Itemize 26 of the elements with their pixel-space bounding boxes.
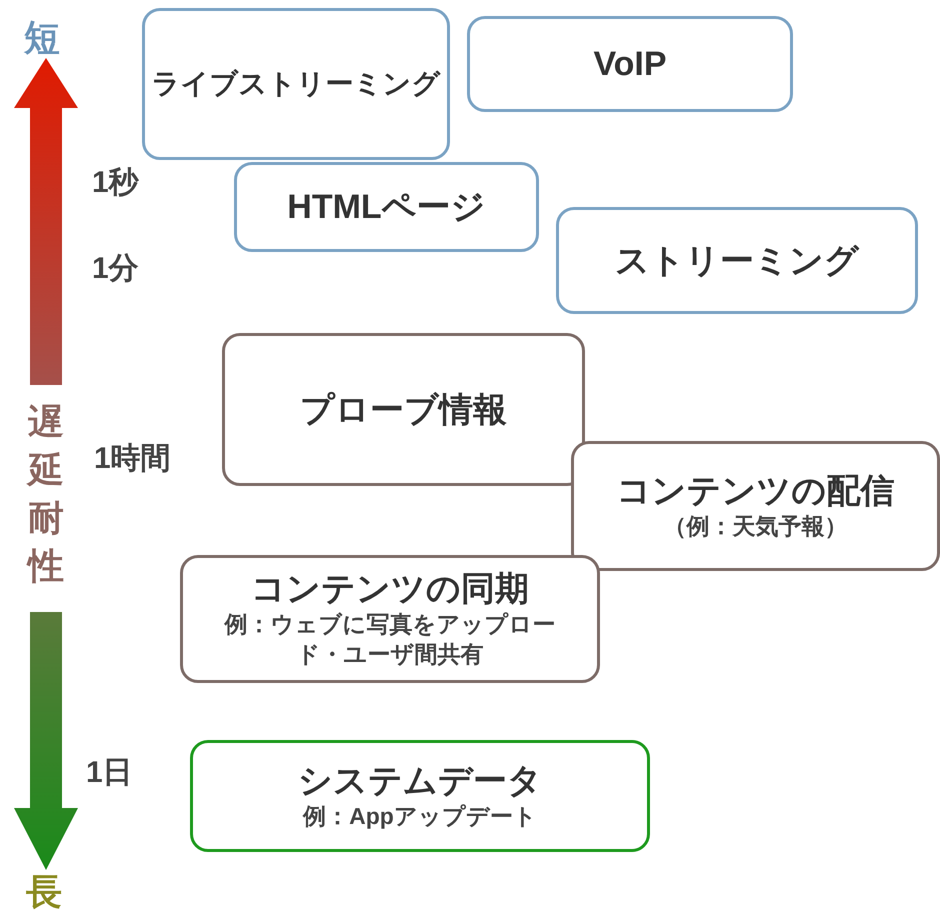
category-box [234,162,539,252]
category-title: コンテンツの同期 [251,569,529,609]
category-title: HTMLページ [287,187,486,227]
category-title: ストリーミング [615,240,859,280]
time-tick-label: 1時間 [94,441,171,477]
scale-end-label: 長 [26,870,62,913]
time-tick-label: 1秒 [92,165,139,201]
category-title: VoIP [593,44,667,84]
category-title: プローブ情報 [300,390,507,430]
category-box [556,207,918,314]
category-box [190,740,650,852]
category-box [142,8,450,160]
category-box [571,441,940,571]
time-tick-label: 1分 [92,251,139,287]
example-text: 例：ウェブに写真をアップロード・ユーザ間共有 [223,610,556,669]
scale-end-label: 短 [24,16,60,60]
example-text: 例：Appアップデート [303,802,537,831]
category-box [222,333,585,486]
axis-title: 遅延耐性 [26,400,65,588]
time-tick-label: 1日 [86,755,133,791]
example-text: （例：天気予報） [664,512,848,541]
category-box [467,16,793,112]
category-box [180,555,600,683]
category-title: ライブストリーミング [152,67,440,101]
category-title: コンテンツの配信 [616,471,894,511]
category-title: システムデータ [298,761,542,801]
